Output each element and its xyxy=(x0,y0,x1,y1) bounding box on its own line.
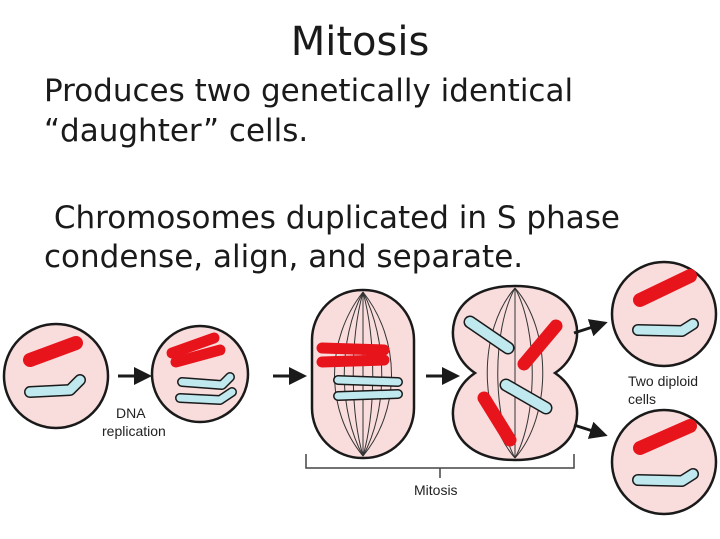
red-chromatid xyxy=(316,354,390,368)
red-chromatid xyxy=(170,344,226,368)
mitosis-label: Mitosis xyxy=(414,482,458,498)
dividing-cell xyxy=(451,284,579,462)
blue-chromosome xyxy=(633,469,698,486)
daughter-cell-top xyxy=(610,260,718,368)
blue-chromatid xyxy=(176,388,236,404)
description-line-4: condense, align, and separate. xyxy=(44,239,524,275)
parent-cell xyxy=(2,322,110,430)
two-diploid-label-1: Two diploid xyxy=(628,373,698,389)
blue-chromosome xyxy=(633,319,698,336)
red-chromosome xyxy=(633,269,697,307)
blue-chromosome xyxy=(465,317,513,353)
red-chromosome xyxy=(477,391,517,447)
daughter-cell-bottom xyxy=(610,408,718,516)
description-line-1: Produces two genetically identical xyxy=(44,73,574,109)
two-diploid-label-2: cells xyxy=(628,391,656,407)
page-title: Mitosis xyxy=(290,19,430,65)
metaphase-cell xyxy=(310,288,416,460)
dna-replication-label-1: DNA xyxy=(116,405,146,421)
arrow xyxy=(573,421,608,439)
red-chromatid xyxy=(316,342,390,356)
blue-chromatid xyxy=(178,373,234,389)
arrow xyxy=(573,319,608,337)
red-chromosome xyxy=(633,419,697,455)
blue-chromatid xyxy=(334,376,402,386)
red-chromosome xyxy=(517,319,563,371)
blue-chromatid xyxy=(334,390,402,400)
dna-replication-label-2: replication xyxy=(102,423,166,439)
description-line-2: “daughter” cells. xyxy=(44,113,309,149)
spindle-fibers xyxy=(334,291,392,457)
mitosis-bracket xyxy=(305,454,575,478)
red-chromatid xyxy=(166,332,220,359)
red-chromosome xyxy=(23,336,83,367)
description-line-3: Chromosomes duplicated in S phase xyxy=(44,200,620,236)
blue-chromosome xyxy=(501,380,551,413)
replicated-cell xyxy=(150,324,250,424)
blue-chromosome xyxy=(25,375,85,397)
